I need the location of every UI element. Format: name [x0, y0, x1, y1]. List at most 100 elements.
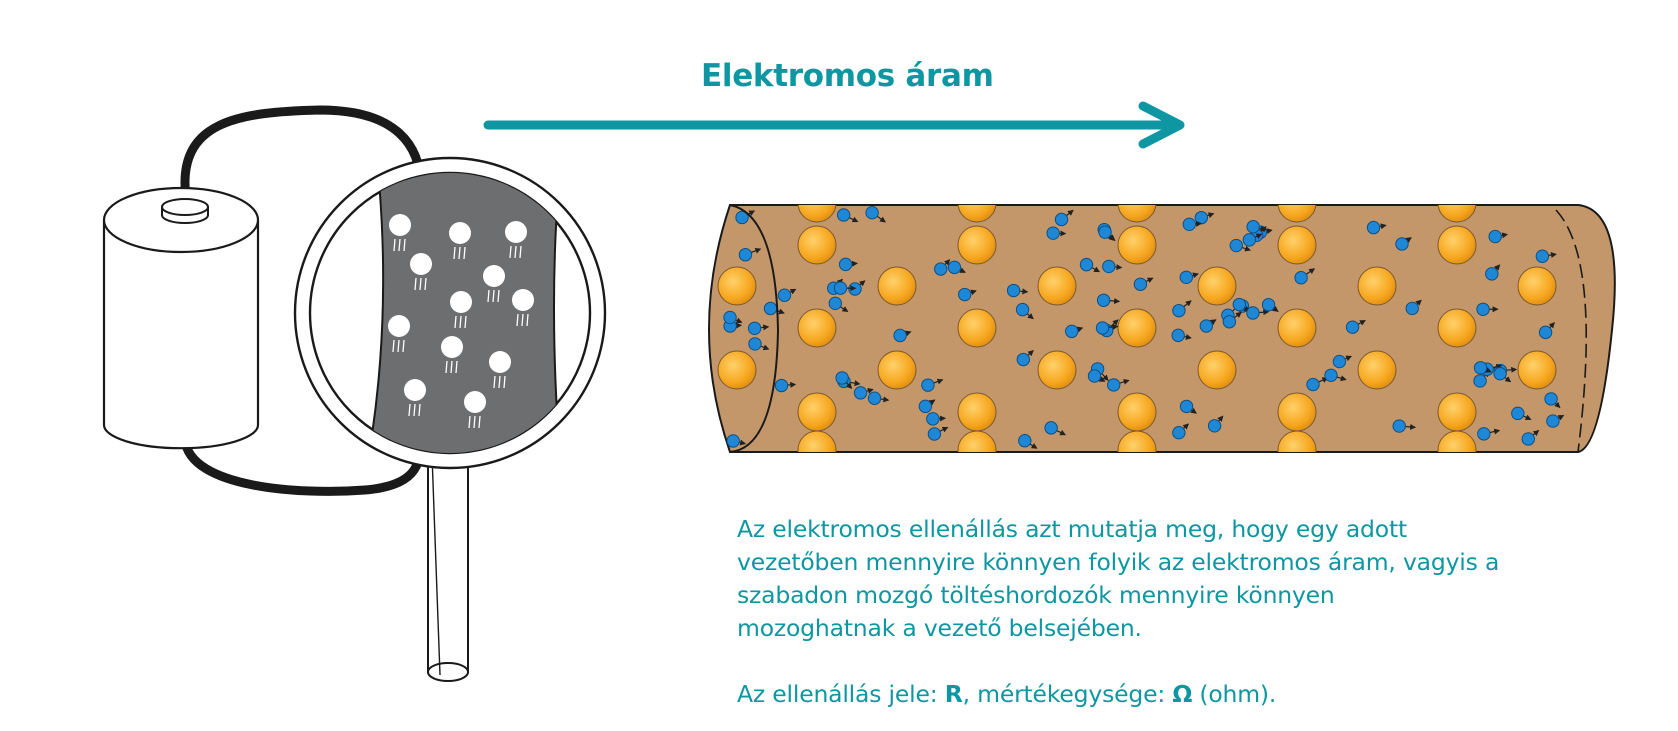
electron-icon	[867, 391, 890, 405]
ion-icon	[1598, 431, 1636, 469]
electron-icon	[921, 378, 944, 392]
electron-icon	[1098, 225, 1116, 241]
symbol-suffix: (ohm).	[1192, 680, 1277, 708]
electron-icon	[1485, 264, 1501, 281]
electron-icon	[723, 310, 743, 325]
electron-icon	[1102, 259, 1123, 274]
electron-icon	[748, 337, 770, 351]
ion-icon	[877, 266, 917, 306]
electron-icon	[1207, 415, 1224, 433]
ion-icon	[957, 430, 997, 452]
electron-icon	[1261, 298, 1279, 312]
ohm-symbol: Ω	[1172, 680, 1193, 708]
description-line: vezetőben mennyire könnyen folyik az ele…	[737, 548, 1500, 576]
electron-icon	[947, 260, 966, 275]
electron-icon	[738, 247, 762, 262]
ion-icon	[1117, 392, 1157, 432]
electron-icon	[1476, 302, 1499, 316]
symbol-prefix: Az ellenállás jele:	[737, 680, 945, 708]
electron-icon	[918, 399, 936, 414]
electron-icon	[464, 391, 486, 429]
electron-icon	[747, 321, 770, 335]
electron-icon	[1087, 369, 1106, 383]
electron-icon	[1332, 354, 1353, 369]
electron-icon	[1179, 399, 1197, 414]
electron-icon	[726, 434, 747, 448]
conductor-tube	[708, 204, 1636, 469]
electron-icon	[1538, 322, 1555, 340]
ion-icon	[1277, 430, 1317, 452]
electron-icon	[1065, 324, 1084, 339]
electron-icon	[1016, 349, 1034, 367]
ion-icon	[1437, 430, 1477, 452]
electron-icon	[1246, 306, 1270, 320]
electron-icon	[1096, 293, 1121, 307]
electron-icon	[1535, 249, 1557, 263]
electron-icon	[1544, 392, 1561, 409]
description-line: szabadon mozgó töltéshordozók mennyire k…	[737, 581, 1335, 609]
ion-icon	[1117, 225, 1157, 265]
electron-icon	[1015, 302, 1034, 320]
description-paragraph: Az elektromos ellenállás azt mutatja meg…	[737, 513, 1637, 645]
ion-icon	[797, 430, 837, 452]
description-line: mozoghatnak a vezető belsejében.	[737, 614, 1142, 642]
electron-icon	[1405, 299, 1422, 316]
ion-icon	[1357, 350, 1397, 390]
electron-icon	[1366, 220, 1387, 235]
electron-icon	[828, 296, 849, 313]
ion-icon	[1117, 205, 1157, 223]
electron-icon	[836, 208, 859, 223]
electron-icon	[1324, 368, 1347, 382]
electron-icon	[505, 221, 527, 259]
description-text: Az elektromos ellenállás azt mutatja meg…	[737, 513, 1637, 711]
ion-icon	[877, 350, 917, 390]
electron-icon	[1229, 238, 1251, 253]
electron-icon	[853, 386, 874, 400]
electron-icon	[1046, 226, 1067, 240]
electron-icon	[1018, 434, 1038, 449]
electron-icon	[957, 287, 977, 302]
ion-icon	[957, 205, 997, 223]
electron-icon	[1095, 321, 1119, 335]
electron-icon	[388, 315, 410, 353]
electron-icon	[1521, 429, 1540, 446]
electron-icon	[1172, 300, 1192, 318]
electron-icon	[512, 289, 534, 327]
electron-icon	[1493, 366, 1512, 383]
ion-icon	[1437, 225, 1477, 265]
electron-icon	[1246, 220, 1267, 234]
electron-icon	[1006, 283, 1029, 298]
ion-icon	[957, 308, 997, 348]
electron-icon	[489, 351, 511, 389]
ion-icon	[1357, 266, 1397, 306]
electron-icon	[1477, 427, 1501, 441]
symbol-middle: , mértékegysége:	[962, 680, 1173, 708]
ion-icon	[1117, 308, 1157, 348]
electron-icon	[389, 214, 411, 252]
electron-icon	[1044, 421, 1067, 436]
electron-icon	[735, 210, 756, 225]
ion-icon	[1197, 266, 1237, 306]
current-arrow-icon	[483, 101, 1185, 149]
electron-icon	[774, 378, 797, 393]
electron-icon	[1546, 414, 1565, 428]
ion-icon	[1277, 225, 1317, 265]
electron-icon	[410, 253, 432, 291]
electron-icon	[1079, 257, 1101, 273]
ion-icon	[1517, 350, 1557, 390]
electron-icon	[934, 259, 951, 276]
ion-icon	[1517, 266, 1557, 306]
ion-icon	[1037, 350, 1077, 390]
electron-icon	[1182, 217, 1203, 232]
ion-icon	[1197, 350, 1237, 390]
ion-icon	[797, 308, 837, 348]
electron-icon	[1172, 423, 1190, 440]
electron-icon	[1511, 406, 1532, 421]
ion-icon	[797, 225, 837, 265]
ion-icon	[1037, 266, 1077, 306]
ion-icon	[957, 225, 997, 265]
electron-icon	[1473, 361, 1492, 375]
electron-icon	[1171, 328, 1192, 343]
electron-icon	[865, 205, 886, 223]
electron-icon	[1345, 320, 1366, 334]
